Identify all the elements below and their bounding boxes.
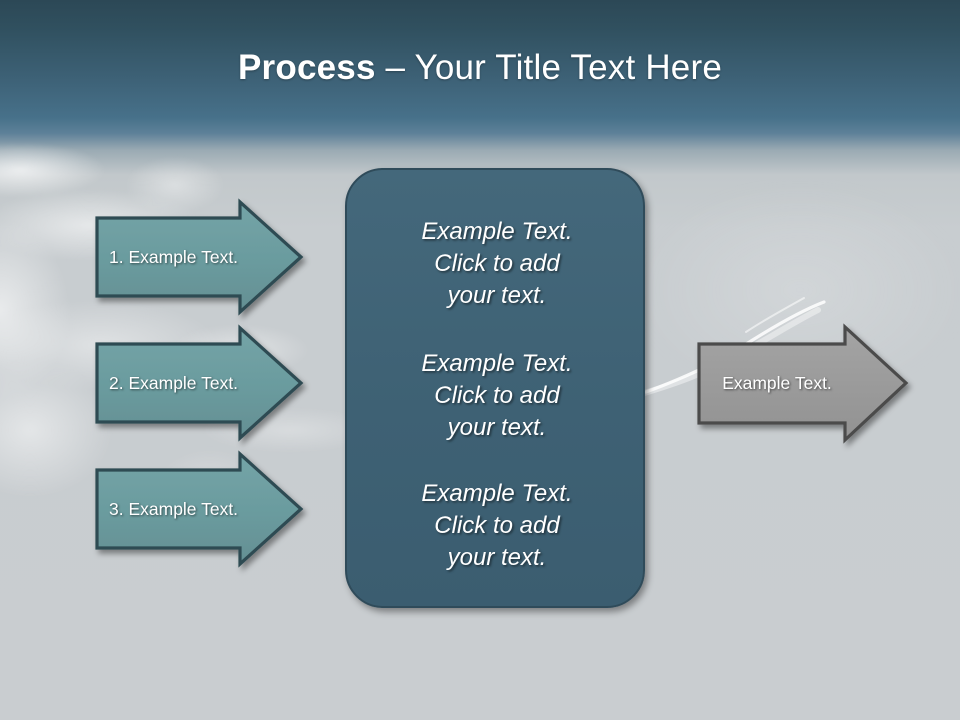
center-text-block-2-line-3: your text. — [447, 414, 547, 441]
process-arrow-2[interactable]: 2. Example Text. — [95, 324, 307, 442]
center-text-block-3-line-1: Example Text. — [421, 480, 573, 507]
center-text-block-3: Example Text. Click to add your text. — [347, 478, 643, 574]
result-arrow[interactable]: Example Text. — [697, 323, 912, 444]
center-text-block-2: Example Text. Click to add your text. — [347, 348, 643, 444]
title-rest-part: – Your Title Text Here — [375, 48, 722, 87]
center-text-block-3-line-3: your text. — [447, 544, 547, 571]
center-text-block-1-line-3: your text. — [447, 282, 547, 309]
slide-title: Process – Your Title Text Here — [0, 46, 960, 90]
center-text-block-3-line-2: Click to add — [434, 512, 560, 539]
center-text-block-1-line-2: Click to add — [434, 250, 560, 277]
center-text-block-2-line-2: Click to add — [434, 382, 560, 409]
title-bold-part: Process — [238, 48, 376, 87]
center-text-block-1-line-1: Example Text. — [421, 218, 573, 245]
process-arrow-1[interactable]: 1. Example Text. — [95, 198, 307, 316]
process-arrow-3[interactable]: 3. Example Text. — [95, 450, 307, 568]
center-text-block-1: Example Text. Click to add your text. — [347, 216, 643, 312]
center-text-block-2-line-1: Example Text. — [421, 350, 573, 377]
center-content-box[interactable]: Example Text. Click to add your text. Ex… — [345, 168, 645, 608]
